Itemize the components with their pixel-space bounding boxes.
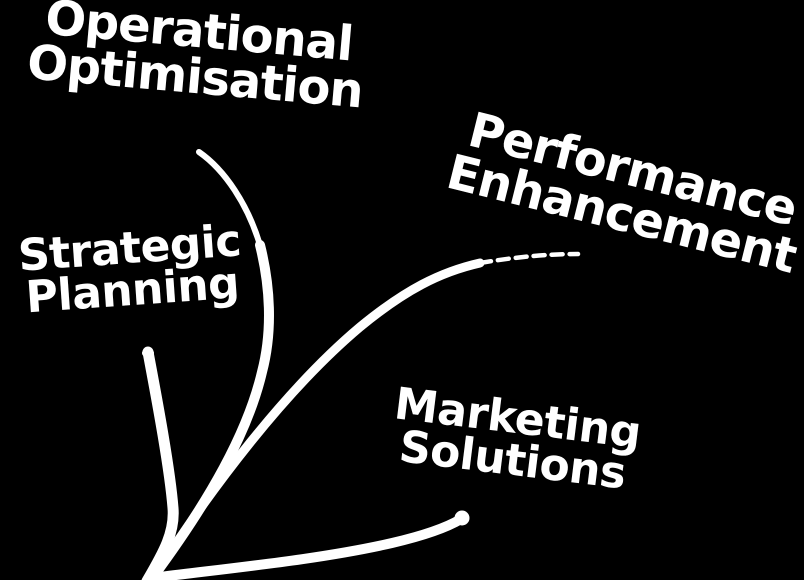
strategic-branch-start-dot <box>142 348 154 358</box>
performance-branch-line <box>151 258 485 579</box>
performance-branch-line-tail <box>477 251 581 266</box>
marketing-branch-end-dot <box>454 510 470 526</box>
marketing-branch-line <box>155 514 466 580</box>
operational-branch-line-thin <box>196 149 263 248</box>
label-strategic-planning: Strategic Planning <box>6 215 255 323</box>
strategic-branch-line <box>141 346 179 580</box>
